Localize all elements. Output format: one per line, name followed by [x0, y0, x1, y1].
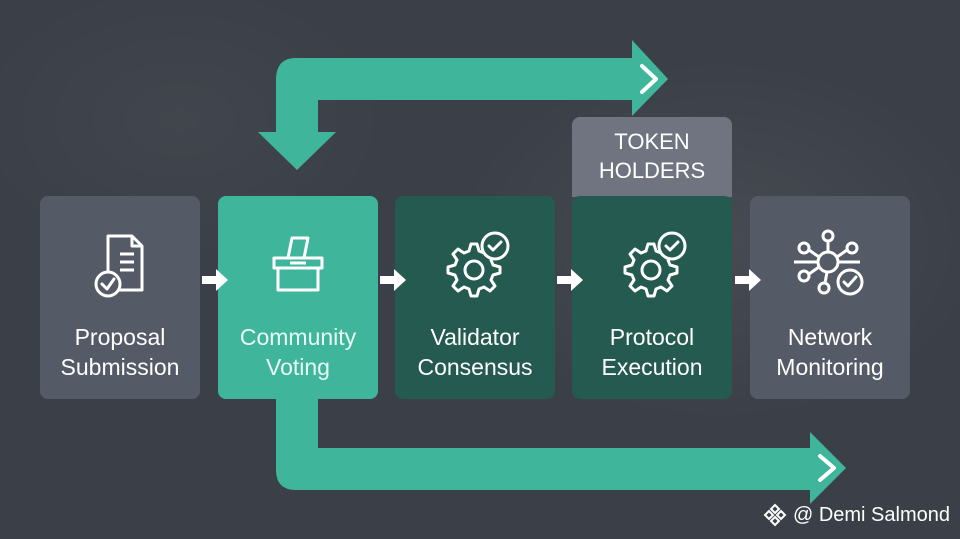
- step-arrow-icon: [735, 269, 761, 291]
- token-holders-tag: TOKEN HOLDERS: [572, 117, 732, 197]
- step-label: Network Monitoring: [776, 324, 884, 380]
- step-label: Community Voting: [239, 324, 357, 380]
- step-arrow-icon: [202, 269, 228, 291]
- step-proposal-submission: Proposal Submission: [40, 196, 200, 399]
- document-check-icon: [94, 234, 144, 298]
- step-arrow-icon: [380, 269, 406, 291]
- author-credit: @ Demi Salmond: [763, 503, 950, 527]
- step-validator-consensus: Validator Consensus: [395, 196, 555, 399]
- credit-text: @ Demi Salmond: [792, 503, 950, 526]
- gear-check-icon: [623, 231, 687, 298]
- network-check-icon: [794, 229, 864, 296]
- step-label: Validator Consensus: [417, 324, 533, 380]
- step-label: Protocol Execution: [601, 324, 703, 380]
- step-arrow-icon: [557, 269, 583, 291]
- step-label: Proposal Submission: [60, 324, 180, 380]
- gear-check-icon: [446, 231, 510, 298]
- step-protocol-execution: Protocol Execution: [572, 196, 732, 399]
- step-network-monitoring: Network Monitoring: [750, 196, 910, 399]
- top-loop-arrow: [258, 40, 668, 170]
- diamond-logo-icon: [763, 503, 787, 527]
- ballot-box-icon: [272, 236, 324, 292]
- step-community-voting: Community Voting: [218, 196, 378, 399]
- bottom-output-arrow: [276, 396, 846, 504]
